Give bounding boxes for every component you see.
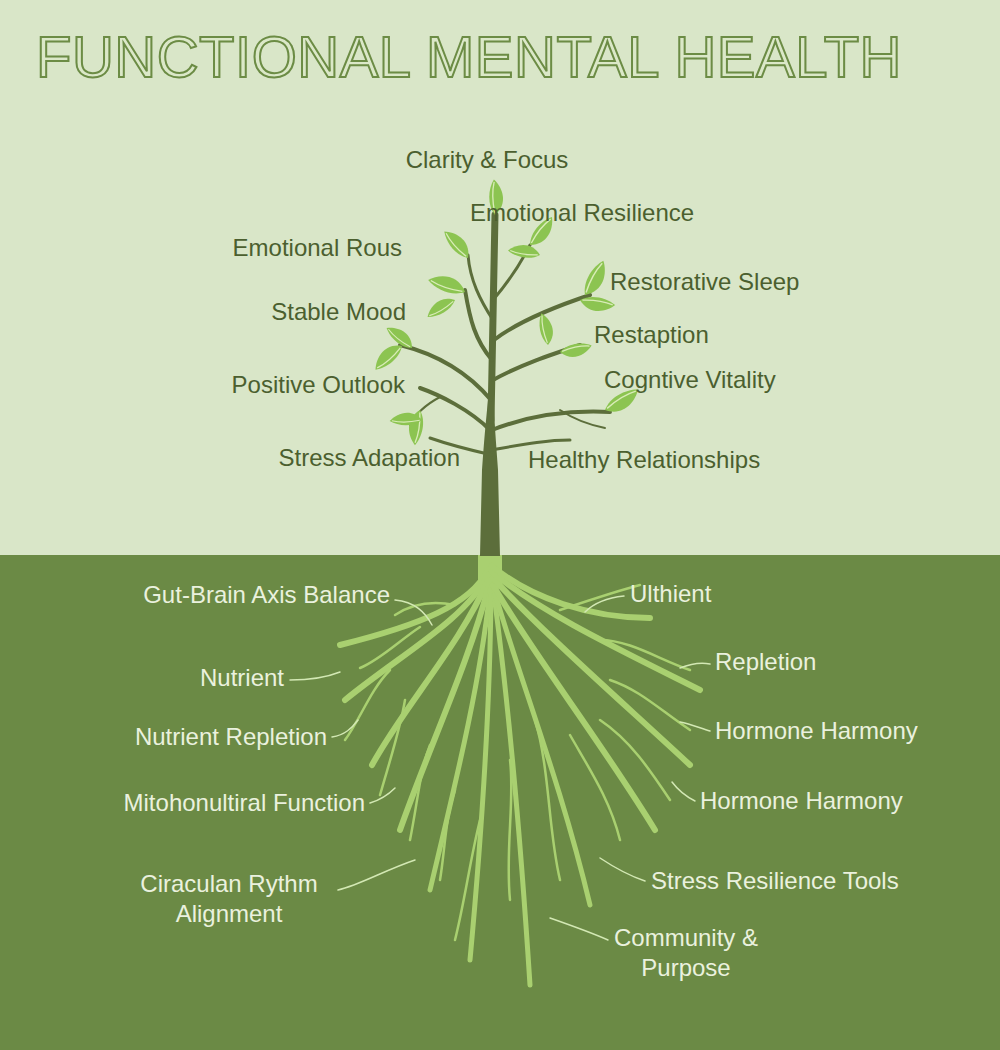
trunk-branches	[400, 215, 610, 556]
diagram-title: FUNCTIONAL MENTAL HEALTH	[36, 22, 902, 92]
outcome-label: Restorative Sleep	[610, 267, 799, 297]
root-label: Mitohonultiral Function	[124, 788, 365, 818]
outcome-label: Restaption	[594, 320, 709, 350]
outcome-label: Stable Mood	[271, 297, 406, 327]
sky-ground	[0, 0, 1000, 555]
outcome-label: Cogntive Vitality	[604, 365, 776, 395]
root-label: Ciraculan Rythm Alignment	[119, 869, 339, 929]
root-label: Nutrient	[200, 663, 284, 693]
root-label: Ulthient	[630, 579, 711, 609]
outcome-label: Clarity & Focus	[406, 145, 569, 175]
outcome-label: Positive Outlook	[232, 370, 405, 400]
root-label: Hormone Harmony	[715, 716, 918, 746]
outcome-label: Emotional Rous	[233, 233, 402, 263]
roots	[290, 555, 710, 985]
root-label: Gut-Brain Axis Balance	[143, 580, 390, 610]
outcome-label: Emotional Resilience	[470, 198, 694, 228]
soil-ground	[0, 555, 1000, 1050]
root-label: Hormone Harmony	[700, 786, 903, 816]
root-label: Nutrient Repletion	[135, 722, 327, 752]
outcome-label: Healthy Relationships	[528, 445, 760, 475]
outcome-label: Stress Adapation	[279, 443, 460, 473]
root-label: Repletion	[715, 647, 816, 677]
root-label: Community & Purpose	[606, 923, 766, 983]
root-label: Stress Resilience Tools	[651, 866, 899, 896]
